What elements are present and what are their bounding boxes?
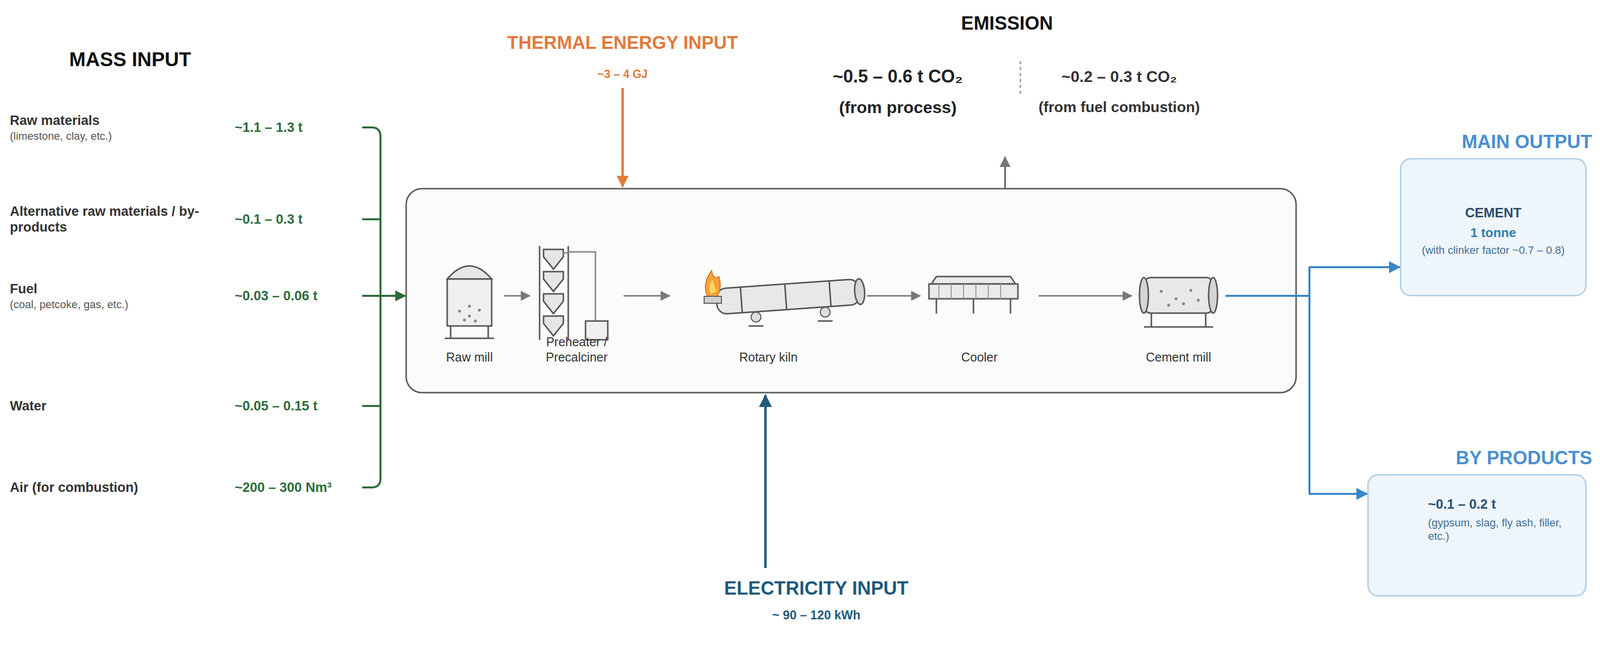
stage-label: Preheater / Precalciner bbox=[529, 334, 624, 366]
process-frame bbox=[406, 188, 1297, 393]
energy-amount: ~ 90 – 120 kWh bbox=[772, 607, 861, 623]
electricity-arrow bbox=[764, 395, 767, 569]
output-box: BY PRODUCTS~0.1 – 0.2 t(gypsum, slag, fl… bbox=[1367, 474, 1587, 597]
input-amount: ~0.03 – 0.06 t bbox=[234, 288, 318, 304]
energy-heading: ELECTRICITY INPUT bbox=[724, 577, 909, 601]
input-bracket bbox=[362, 127, 406, 488]
rotary-kiln-icon bbox=[704, 270, 866, 327]
cement-mill-icon bbox=[1139, 277, 1218, 328]
product-name: CEMENT bbox=[1416, 205, 1571, 222]
process-step: Cooler bbox=[920, 242, 1039, 369]
thermal-arrow bbox=[621, 87, 625, 187]
flow-arrow bbox=[867, 295, 921, 297]
preheater-icon bbox=[539, 246, 608, 340]
input-amount: ~1.1 – 1.3 t bbox=[234, 119, 303, 136]
input-name: Air (for combustion) bbox=[9, 479, 138, 496]
energy-amount: ~3 – 4 GJ bbox=[597, 67, 648, 82]
process-step: Raw mill bbox=[434, 242, 505, 369]
input-name: Alternative raw materials / by-products bbox=[9, 203, 228, 236]
output-heading: BY PRODUCTS bbox=[1455, 446, 1593, 471]
stage-label: Cooler bbox=[961, 349, 998, 366]
raw-mill-icon bbox=[444, 266, 495, 339]
divider bbox=[1019, 61, 1022, 94]
section-heading: MASS INPUT bbox=[69, 47, 192, 72]
flow-arrow bbox=[623, 295, 670, 297]
emission-arrow bbox=[1004, 157, 1007, 189]
emission-note: (from fuel combustion) bbox=[1038, 98, 1201, 117]
process-step: Cement mill bbox=[1131, 242, 1226, 369]
stage-label: Raw mill bbox=[446, 349, 493, 366]
product-amount: 1 tonne bbox=[1416, 224, 1571, 242]
input-amount: ~200 – 300 Nm³ bbox=[234, 479, 332, 496]
process-step: Rotary kiln bbox=[669, 242, 868, 369]
output-box: MAIN OUTPUTCEMENT1 tonne(with clinker fa… bbox=[1399, 158, 1587, 297]
input-name: Raw materials bbox=[9, 112, 100, 129]
product-note: (gypsum, slag, fly ash, filler, etc.) bbox=[1428, 516, 1574, 544]
input-note: (limestone, clay, etc.) bbox=[9, 129, 112, 143]
input-name: Water bbox=[9, 398, 47, 415]
output-arrow bbox=[1225, 267, 1400, 296]
flow-arrow bbox=[1038, 295, 1132, 297]
output-heading: MAIN OUTPUT bbox=[1461, 130, 1593, 155]
emission-amount: ~0.2 – 0.3 t CO₂ bbox=[1061, 67, 1178, 86]
flow-arrow bbox=[504, 295, 530, 297]
emission-note: (from process) bbox=[839, 97, 957, 118]
energy-heading: THERMAL ENERGY INPUT bbox=[506, 32, 738, 54]
input-note: (coal, petcoke, gas, etc.) bbox=[9, 298, 129, 312]
stage-label: Rotary kiln bbox=[739, 349, 798, 366]
output-arrow bbox=[1225, 295, 1368, 495]
cooler-icon bbox=[928, 276, 1018, 314]
product-amount: ~0.1 – 0.2 t bbox=[1428, 496, 1574, 514]
product-note: (with clinker factor ~0.7 – 0.8) bbox=[1416, 243, 1571, 258]
input-name: Fuel bbox=[9, 281, 38, 297]
input-amount: ~0.05 – 0.15 t bbox=[234, 398, 318, 415]
input-amount: ~0.1 – 0.3 t bbox=[234, 211, 303, 228]
stage-label: Cement mill bbox=[1145, 349, 1212, 366]
emission-amount: ~0.5 – 0.6 t CO₂ bbox=[832, 65, 963, 87]
process-step: Preheater / Precalciner bbox=[529, 242, 624, 369]
section-heading: EMISSION bbox=[961, 12, 1053, 36]
